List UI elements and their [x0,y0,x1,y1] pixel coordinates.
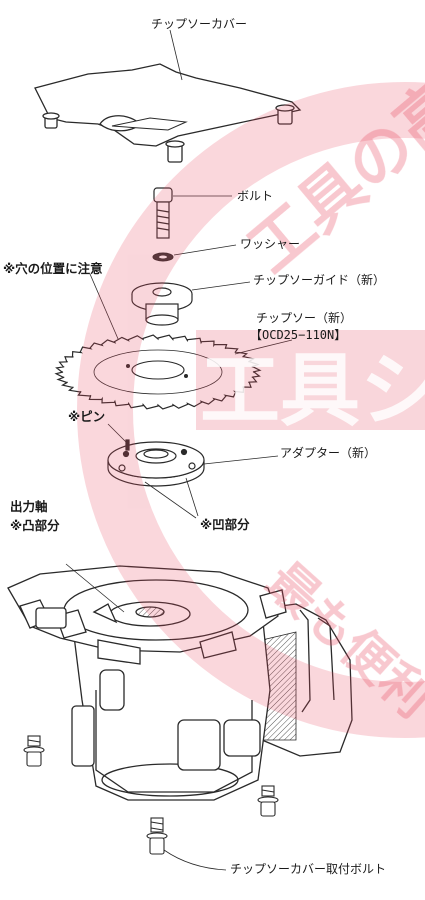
cover-mount-bolt-bottom [146,817,168,855]
cover-mount-bolt-right [257,785,279,817]
recess-leader-line-2 [185,477,199,517]
chip-saw-blade-part [54,334,262,410]
cover-mount-bolt-label: チップソーカバー取付ボルト [230,862,387,876]
adapter-leader-line [203,455,279,465]
protrusion-note-label: ※凸部分 [10,518,60,533]
washer-part [152,252,174,262]
cover-leader-line [169,29,183,81]
chip-saw-cover-label: チップソーカバー [151,17,248,31]
adapter-new-label: アダプター（新） [280,446,377,460]
pin-note-label: ※ピン [68,409,106,424]
cover-mount-bolt-left [23,735,45,767]
chip-saw-cover-part [34,63,302,163]
mount-bolt-leader-line [163,849,227,871]
bolt-label: ボルト [237,189,274,203]
pin-leader-line [107,423,127,443]
blade-leader-line [234,339,293,355]
guide-leader-line [191,281,251,291]
chip-saw-guide-label: チップソーガイド（新） [253,273,386,287]
washer-label: ワッシャー [240,237,301,251]
output-shaft-label: 出力軸 [10,499,48,514]
bolt-part [153,187,173,239]
chip-saw-guide-part [131,282,193,326]
shaft-leader-line [65,563,125,613]
chip-saw-new-label: チップソー（新） [256,311,353,325]
recess-note-label: ※凹部分 [200,517,250,532]
chip-saw-model-label: 【OCD25−110N】 [250,328,347,342]
tool-body-part [7,565,353,801]
washer-leader-line [173,244,237,256]
hole-position-note-label: ※穴の位置に注意 [3,261,103,276]
recess-leader-line-1 [144,481,197,519]
adapter-part [107,439,205,487]
